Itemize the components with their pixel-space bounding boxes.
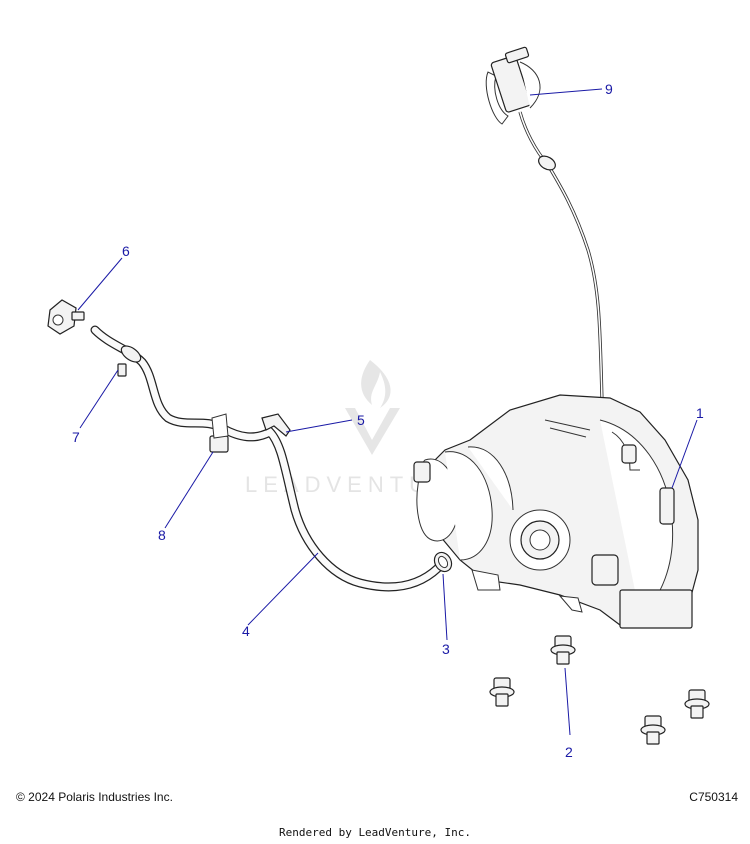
leader-lines bbox=[77, 88, 698, 736]
callout-4[interactable]: 4 bbox=[242, 623, 250, 639]
part-6-vent-fitting[interactable] bbox=[47, 299, 85, 335]
part-4-vent-hose[interactable] bbox=[90, 325, 443, 592]
part-2-bolts[interactable] bbox=[489, 635, 710, 745]
callout-3[interactable]: 3 bbox=[442, 641, 450, 657]
part-8-mounting-clip[interactable] bbox=[209, 413, 229, 453]
callout-9[interactable]: 9 bbox=[605, 81, 613, 97]
callout-labels: 1 2 3 4 5 6 7 8 9 bbox=[72, 81, 704, 760]
bolt-d bbox=[640, 715, 666, 745]
callout-1[interactable]: 1 bbox=[696, 405, 704, 421]
callout-2[interactable]: 2 bbox=[565, 744, 573, 760]
callout-6[interactable]: 6 bbox=[122, 243, 130, 259]
callout-5[interactable]: 5 bbox=[357, 412, 365, 428]
bolt-c bbox=[684, 689, 710, 719]
copyright-notice: © 2024 Polaris Industries Inc. bbox=[16, 790, 173, 804]
callout-7[interactable]: 7 bbox=[72, 429, 80, 445]
part-7-clip[interactable] bbox=[117, 343, 143, 377]
part-3-clamp[interactable] bbox=[431, 549, 455, 574]
part-5-hose-clip[interactable] bbox=[261, 413, 291, 437]
rendered-by-credit: Rendered by LeadVenture, Inc. bbox=[278, 826, 472, 839]
callout-8[interactable]: 8 bbox=[158, 527, 166, 543]
diagram-code: C750314 bbox=[689, 790, 738, 804]
bolt-a bbox=[550, 635, 576, 665]
bolt-b bbox=[489, 677, 515, 707]
part-1-gearcase[interactable] bbox=[413, 394, 699, 629]
part-9-connector-harness[interactable] bbox=[485, 46, 604, 401]
